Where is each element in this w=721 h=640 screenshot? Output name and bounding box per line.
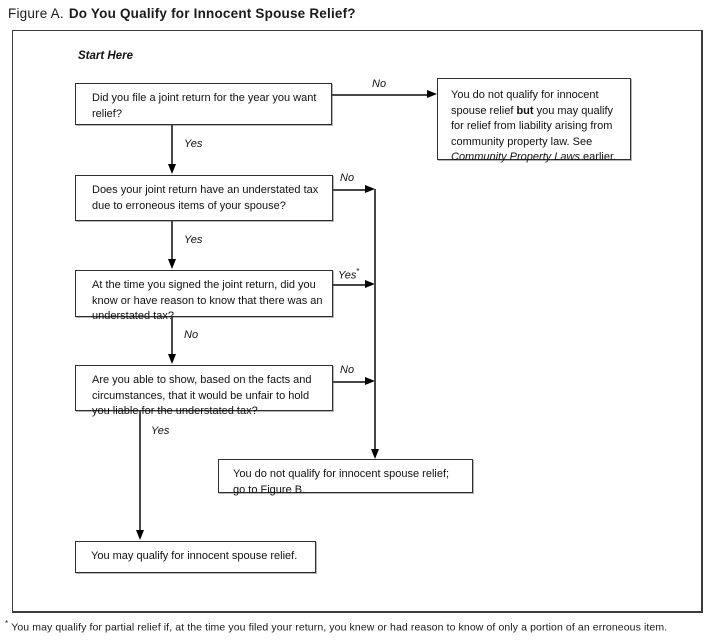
edge-label-q3-yes: Yes* [338, 267, 359, 282]
figure-title-prefix: Figure A. [8, 6, 64, 21]
outcome-box-community-property: You do not qualify for innocent spouse r… [437, 78, 631, 164]
connector-q4-yes-line [139, 411, 141, 532]
question-box-understated-tax: Does your joint return have an understat… [75, 175, 333, 221]
outcome-community-text-1: You do not qualify for innocent spouse r… [451, 89, 599, 117]
edge-label-q1-yes: Yes [184, 138, 203, 150]
edge-label-q4-no: No [340, 364, 355, 376]
edge-label-q1-no: No [372, 78, 387, 90]
edge-label-q4-yes: Yes [151, 425, 170, 437]
connector-q2-no-line [333, 189, 366, 191]
question-box-joint-return: Did you file a joint return for the year… [75, 83, 332, 125]
figure-title-main: Do You Qualify for Innocent Spouse Relie… [68, 6, 356, 21]
connector-q4-no-arrowhead-icon [365, 377, 375, 385]
edge-label-q2-yes: Yes [184, 234, 203, 246]
connector-q3-yes-arrowhead-icon [365, 280, 375, 288]
outcome-community-italic-ref: Community Property Laws [451, 151, 580, 164]
start-here-label: Start Here [78, 50, 133, 62]
question-box-unfair-to-hold: Are you able to show, based on the facts… [75, 365, 333, 417]
outcome-community-bold-but: but [516, 104, 534, 117]
question-box-reason-to-know: At the time you signed the joint return,… [75, 270, 333, 322]
connector-q1-no-arrowhead-icon [427, 90, 437, 98]
connector-q2-no-arrowhead-icon [365, 185, 375, 193]
edge-label-q3-yes-asterisk: * [356, 267, 360, 276]
connector-q4-yes-arrowhead-icon [135, 530, 144, 540]
connector-q2-yes-arrowhead-icon [167, 259, 176, 269]
footnote-text: You may qualify for partial relief if, a… [11, 621, 668, 634]
figure-title: Figure A. Do You Qualify for Innocent Spo… [8, 6, 356, 21]
connector-q3-no-arrowhead-icon [167, 354, 176, 364]
footnote-asterisk: * [5, 619, 9, 628]
footnote: *You may qualify for partial relief if, … [5, 619, 667, 634]
connector-q3-yes-line [333, 284, 366, 286]
edge-label-q2-no: No [340, 172, 355, 184]
connector-trunk-arrowhead-icon [370, 449, 379, 459]
edge-label-q3-yes-text: Yes [338, 269, 357, 282]
outcome-community-text-3: earlier. [580, 151, 617, 164]
connector-q1-no-line [332, 94, 427, 96]
outcome-box-go-to-figure-b: You do not qualify for innocent spouse r… [218, 459, 473, 496]
outcome-box-may-qualify: You may qualify for innocent spouse reli… [75, 541, 316, 573]
edge-label-q3-no: No [184, 329, 199, 341]
outcome-community-text-2: you may qualify for relief from liabilit… [451, 104, 614, 148]
connector-q3-no-line [171, 317, 173, 356]
connector-trunk-line [374, 189, 376, 450]
connector-q1-yes-line [171, 125, 173, 165]
connector-q1-yes-arrowhead-icon [167, 164, 176, 174]
connector-q2-yes-line [171, 221, 173, 261]
connector-q4-no-line [333, 381, 366, 383]
